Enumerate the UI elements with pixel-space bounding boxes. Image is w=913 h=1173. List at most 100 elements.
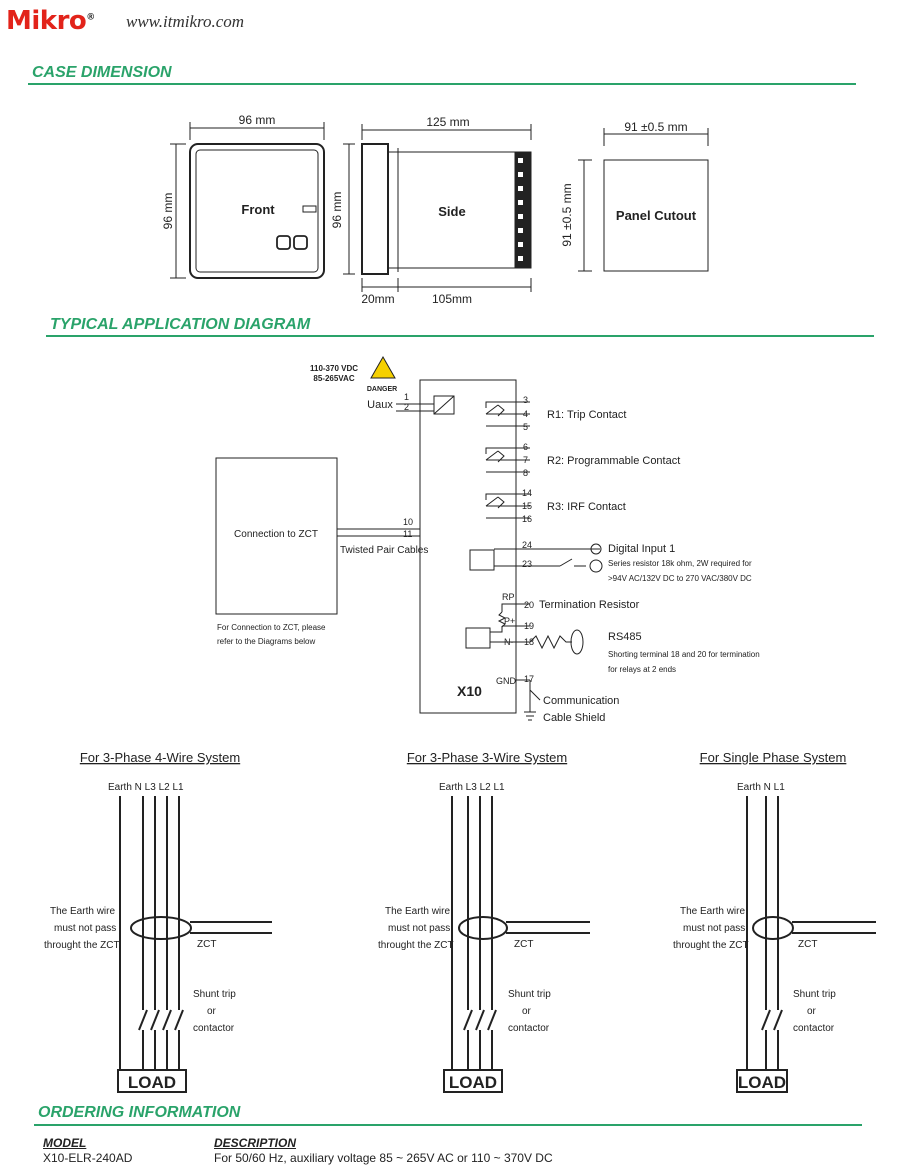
brand-name: Mikro — [6, 6, 87, 36]
description-value: For 50/60 Hz, auxiliary voltage 85 ~ 265… — [214, 1151, 553, 1165]
zct-note-line-2: refer to the Diagrams below — [217, 637, 315, 646]
x10-device-box — [419, 379, 517, 714]
front-button-2 — [293, 235, 308, 250]
shunt-note: or — [207, 1006, 217, 1017]
terminal-2: 2 — [404, 402, 409, 412]
pplus-label: P+ — [504, 616, 515, 626]
earth-note: must not pass — [683, 923, 745, 934]
cutout-width-label: 91 ±0.5 mm — [624, 120, 687, 134]
shunt-note: Shunt trip — [508, 989, 551, 1000]
front-height-label: 96 mm — [161, 193, 175, 230]
system-3p4w: For 3-Phase 4-Wire System Earth N L3 L2 … — [44, 750, 272, 1093]
section-rule — [28, 83, 856, 85]
relay-r2-label: R2: Programmable Contact — [547, 455, 680, 467]
front-bezel — [195, 149, 319, 273]
di-source-2 — [589, 559, 603, 573]
danger-label: DANGER — [367, 386, 397, 393]
section-rule — [34, 1124, 862, 1126]
zct-box-label: Connection to ZCT — [234, 529, 318, 540]
terminal-7: 7 — [523, 455, 528, 465]
power-supply-symbol — [433, 395, 455, 415]
system-single-phase: For Single Phase System Earth N L1 The E… — [673, 750, 876, 1093]
digital-input-note-2: >94V AC/132V DC to 270 VAC/380V DC — [608, 574, 752, 583]
relay-r2-symbol — [485, 447, 516, 473]
terminal-11: 11 — [403, 529, 412, 539]
shunt-note: Shunt trip — [793, 989, 836, 1000]
twisted-pair-symbol — [529, 634, 572, 650]
supply-dc-label: 110-370 VDC — [310, 364, 358, 373]
panel-cutout — [603, 159, 709, 272]
uaux-label: Uaux — [367, 399, 393, 411]
zct-ring — [752, 916, 794, 940]
zct-note-line-1: For Connection to ZCT, please — [217, 623, 326, 632]
load-label: LOAD — [738, 1073, 786, 1092]
terminal-19: 19 — [524, 621, 534, 631]
terminal-8: 8 — [523, 468, 528, 478]
terminal-20: 20 — [524, 600, 534, 610]
terminal-6: 6 — [523, 442, 528, 452]
load-label: LOAD — [449, 1073, 497, 1092]
cutout-label: Panel Cutout — [616, 208, 697, 223]
system-title: For 3-Phase 3-Wire System — [407, 750, 567, 765]
side-label: Side — [438, 204, 465, 219]
system-title: For Single Phase System — [700, 750, 847, 765]
description-header: DESCRIPTION — [214, 1136, 297, 1150]
device-label: X10 — [457, 683, 482, 699]
relay-r3-symbol — [485, 493, 516, 519]
zct-ring — [458, 916, 508, 940]
side-front-part — [361, 143, 389, 275]
side-height-label: 96 mm — [330, 192, 344, 229]
ordering-title: ORDERING INFORMATION — [38, 1104, 241, 1121]
digital-input-title: Digital Input 1 — [608, 543, 675, 555]
earth-note: throught the ZCT — [673, 940, 749, 951]
earth-note: The Earth wire — [680, 906, 745, 917]
earth-note: throught the ZCT — [378, 940, 454, 951]
terminal-23: 23 — [522, 559, 532, 569]
shunt-note: or — [807, 1006, 817, 1017]
termination-resistor-label: Termination Resistor — [539, 599, 640, 611]
front-label: Front — [241, 202, 275, 217]
zct-label: ZCT — [197, 939, 216, 950]
comm-shield-line-1: Communication — [543, 695, 619, 707]
earth-note: The Earth wire — [50, 906, 115, 917]
application-diagram: 110-370 VDC 85-265VAC DANGER Uaux 1 2 3 … — [215, 355, 760, 724]
load-label: LOAD — [128, 1073, 176, 1092]
relay-r3-label: R3: IRF Contact — [547, 501, 626, 513]
rp-label: RP — [502, 592, 515, 602]
gnd-label: GND — [496, 676, 517, 686]
side-rear-depth-label: 105mm — [432, 292, 472, 306]
case-dimension-drawing: 96 mm 96 mm Front 125 mm 96 mm Side 20mm… — [161, 113, 709, 306]
front-key — [302, 205, 317, 213]
side-front-depth-label: 20mm — [361, 292, 394, 306]
model-value: X10-ELR-240AD — [43, 1151, 133, 1165]
zct-ring — [130, 916, 192, 940]
shunt-note: contactor — [793, 1023, 835, 1034]
cutout-height-label: 91 ±0.5 mm — [560, 183, 574, 246]
earth-note: The Earth wire — [385, 906, 450, 917]
shunt-note: contactor — [193, 1023, 235, 1034]
case-dimension-title: CASE DIMENSION — [32, 64, 172, 81]
rs485-note-2: for relays at 2 ends — [608, 665, 676, 674]
rs485-connector-icon — [570, 629, 584, 655]
system-3p3w: For 3-Phase 3-Wire System Earth L3 L2 L1… — [378, 750, 590, 1093]
wire-labels: Earth N L3 L2 L1 — [108, 782, 184, 793]
side-terminal-block — [514, 151, 532, 269]
terminal-18: 18 — [524, 637, 534, 647]
earth-note: must not pass — [388, 923, 450, 934]
front-outline — [189, 143, 325, 279]
rs485-transceiver-symbol — [465, 627, 491, 649]
danger-icon — [370, 355, 396, 379]
shunt-note: Shunt trip — [193, 989, 236, 1000]
section-rule — [46, 335, 874, 337]
terminal-5: 5 — [523, 422, 528, 432]
system-diagrams: For 3-Phase 4-Wire System Earth N L3 L2 … — [44, 750, 876, 1093]
wire-labels: Earth N L1 — [737, 782, 785, 793]
supply-ac-label: 85-265VAC — [313, 374, 354, 383]
website-url[interactable]: www.itmikro.com — [126, 12, 245, 31]
terminal-17: 17 — [524, 674, 534, 684]
front-button-1 — [276, 235, 291, 250]
application-title: TYPICAL APPLICATION DIAGRAM — [50, 316, 311, 333]
terminal-10: 10 — [403, 517, 413, 527]
termination-resistor-symbol — [497, 611, 507, 628]
comm-shield-line-2: Cable Shield — [543, 712, 605, 724]
